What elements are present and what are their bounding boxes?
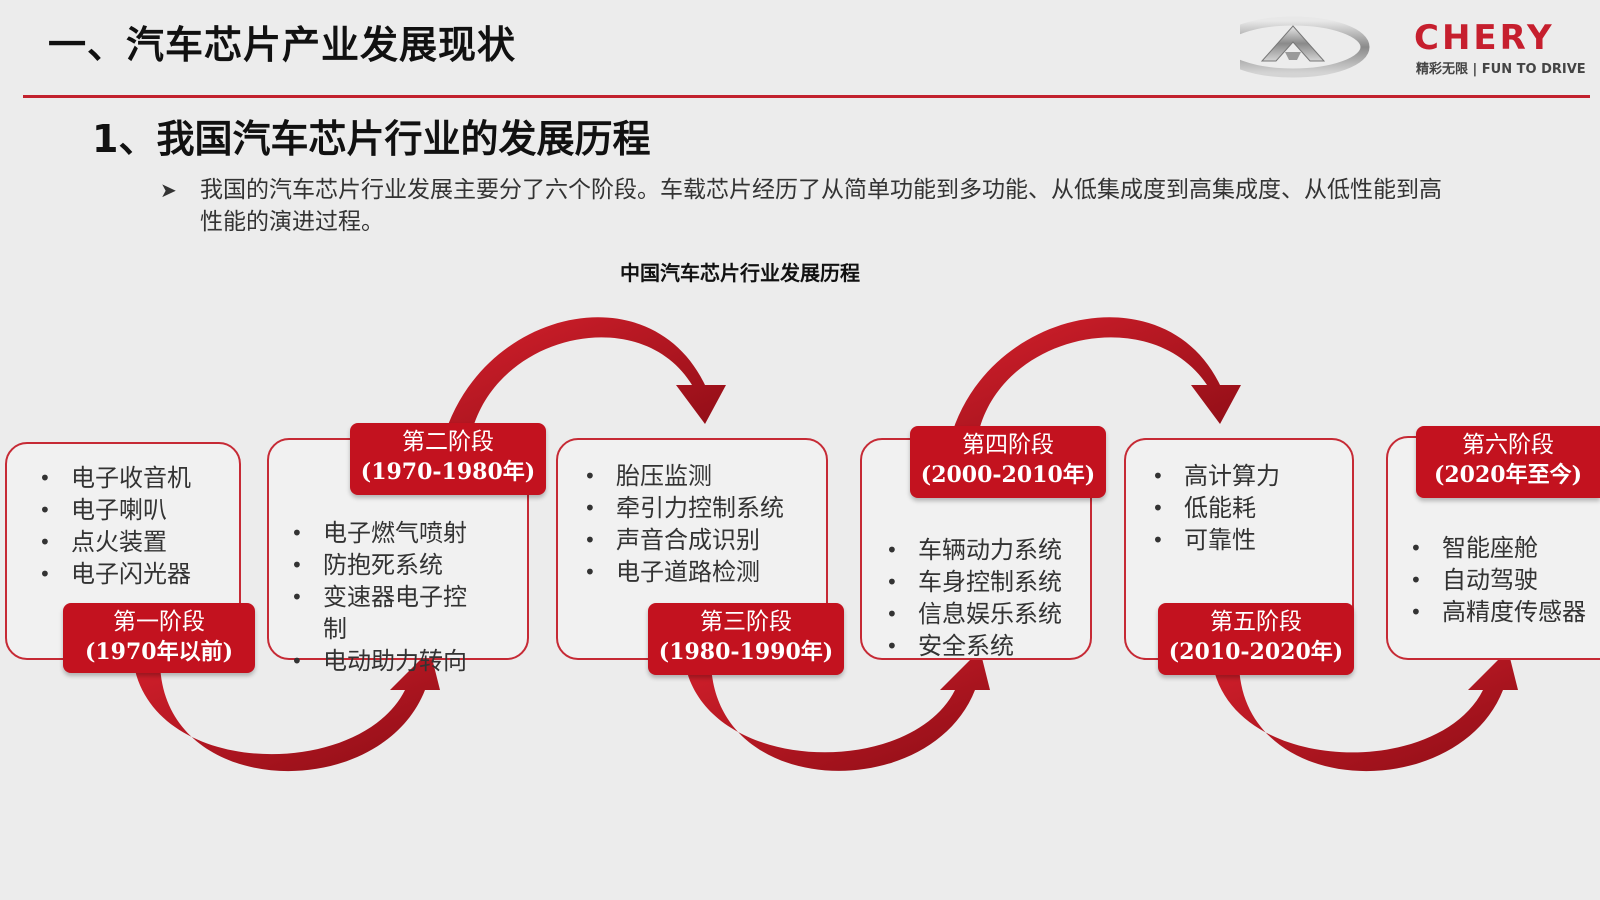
stage-3-list: 胎压监测 牵引力控制系统 声音合成识别 电子道路检测 xyxy=(580,460,784,588)
flow-arrows xyxy=(133,317,1518,772)
stage-5-list: 高计算力 低能耗 可靠性 xyxy=(1148,460,1280,556)
list-item: 牵引力控制系统 xyxy=(580,492,784,524)
list-item: 胎压监测 xyxy=(580,460,784,492)
stage-label-6: 第六阶段 (2020年至今) xyxy=(1416,426,1600,498)
stage-years: (1980-1990年) xyxy=(658,639,834,665)
flow-arrow-3-4 xyxy=(684,650,990,771)
stage-name: 第二阶段 xyxy=(402,429,494,455)
stage-1-list: 电子收音机 电子喇叭 点火装置 电子闪光器 xyxy=(35,462,191,590)
list-item: 车辆动力系统 xyxy=(882,534,1062,566)
stage-name: 第三阶段 xyxy=(700,609,792,635)
list-item: 电动助力转向 xyxy=(287,645,467,677)
list-item: 变速器电子控 xyxy=(287,581,467,613)
stage-years: (2020年至今) xyxy=(1433,462,1583,488)
stage-label-2: 第二阶段 (1970-1980年) xyxy=(350,423,546,495)
intro-text: 我国的汽车芯片行业发展主要分了六个阶段。车载芯片经历了从简单功能到多功能、从低集… xyxy=(200,177,1442,235)
stage-years: (1970-1980年) xyxy=(360,459,536,485)
list-item: 高精度传感器 xyxy=(1406,596,1586,628)
stage-name: 第五阶段 xyxy=(1210,609,1302,635)
stage-years: (2000-2010年) xyxy=(920,462,1096,488)
stage-6-list: 智能座舱 自动驾驶 高精度传感器 xyxy=(1406,532,1586,628)
brand-slogan: 精彩无限 | FUN TO DRIVE xyxy=(1416,62,1586,77)
stage-name: 第四阶段 xyxy=(962,432,1054,458)
list-item: 电子闪光器 xyxy=(35,558,191,590)
flow-arrow-5-6 xyxy=(1212,650,1518,772)
stage-years: (1970年以前) xyxy=(84,639,234,665)
diagram-title: 中国汽车芯片行业发展历程 xyxy=(620,261,860,285)
flow-arrow-1-2 xyxy=(133,650,440,772)
stage-label-4: 第四阶段 (2000-2010年) xyxy=(910,426,1106,498)
list-item: 防抱死系统 xyxy=(287,549,467,581)
stage-4-list: 车辆动力系统 车身控制系统 信息娱乐系统 安全系统 xyxy=(882,534,1062,662)
list-item: 声音合成识别 xyxy=(580,524,784,556)
list-item: 自动驾驶 xyxy=(1406,564,1586,596)
list-item: 电子收音机 xyxy=(35,462,191,494)
chery-emblem-icon xyxy=(1240,16,1370,78)
arrow-bullet-icon: ➤ xyxy=(160,178,177,202)
list-item: 安全系统 xyxy=(882,630,1062,662)
flow-arrow-4-5 xyxy=(950,317,1241,440)
page-title: 一、汽车芯片产业发展现状 xyxy=(48,23,517,67)
list-item: 电子道路检测 xyxy=(580,556,784,588)
stage-name: 第一阶段 xyxy=(113,609,205,635)
stage-years: (2010-2020年) xyxy=(1168,639,1344,665)
list-item: 高计算力 xyxy=(1148,460,1280,492)
list-item: 点火装置 xyxy=(35,526,191,558)
stage-label-5: 第五阶段 (2010-2020年) xyxy=(1158,603,1354,675)
stage-2-list: 电子燃气喷射 防抱死系统 变速器电子控 制 电动助力转向 xyxy=(287,517,467,677)
list-item: 智能座舱 xyxy=(1406,532,1586,564)
list-item: 电子喇叭 xyxy=(35,494,191,526)
section-title: 1、我国汽车芯片行业的发展历程 xyxy=(92,117,651,161)
stage-card-1: 电子收音机 电子喇叭 点火装置 电子闪光器 xyxy=(5,442,241,660)
flow-arrow-2-3 xyxy=(443,317,726,440)
list-item: 低能耗 xyxy=(1148,492,1280,524)
stage-name: 第六阶段 xyxy=(1462,432,1554,458)
list-item: 可靠性 xyxy=(1148,524,1280,556)
list-item: 车身控制系统 xyxy=(882,566,1062,598)
stage-label-3: 第三阶段 (1980-1990年) xyxy=(648,603,844,675)
list-item: 制 xyxy=(323,615,347,643)
brand-logo: CHERY 精彩无限 | FUN TO DRIVE xyxy=(1240,14,1590,84)
stage-label-1: 第一阶段 (1970年以前) xyxy=(63,603,255,673)
header-divider xyxy=(23,95,1590,98)
list-item: 电子燃气喷射 xyxy=(287,517,467,549)
list-item: 信息娱乐系统 xyxy=(882,598,1062,630)
brand-name: CHERY xyxy=(1414,18,1555,58)
